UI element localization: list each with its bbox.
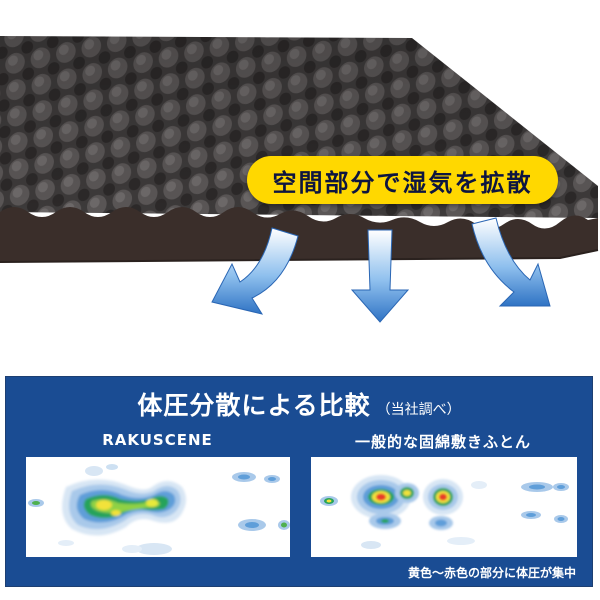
comparison-title: 体圧分散による比較 （当社調べ）	[6, 386, 592, 422]
arrow-center	[350, 229, 410, 323]
foam-front-edge	[0, 207, 598, 262]
pressure-map-rakuscene	[26, 457, 290, 557]
pressure-legend-note: 黄色〜赤色の部分に体圧が集中	[407, 566, 576, 580]
right-map-label: 一般的な固綿敷きふとん	[354, 433, 531, 451]
moisture-callout: 空間部分で湿気を拡散	[247, 156, 558, 204]
comparison-title-note: （当社調べ）	[376, 402, 461, 418]
arrow-right	[471, 217, 551, 307]
left-map-label: RAKUSCENE	[102, 431, 213, 449]
pressure-comparison-panel: 体圧分散による比較 （当社調べ） RAKUSCENE 一般的な固綿敷きふとん	[5, 376, 593, 587]
arrow-left	[211, 227, 299, 315]
comparison-title-main: 体圧分散による比較	[137, 391, 371, 420]
pressure-map-standard-futon	[311, 457, 577, 557]
